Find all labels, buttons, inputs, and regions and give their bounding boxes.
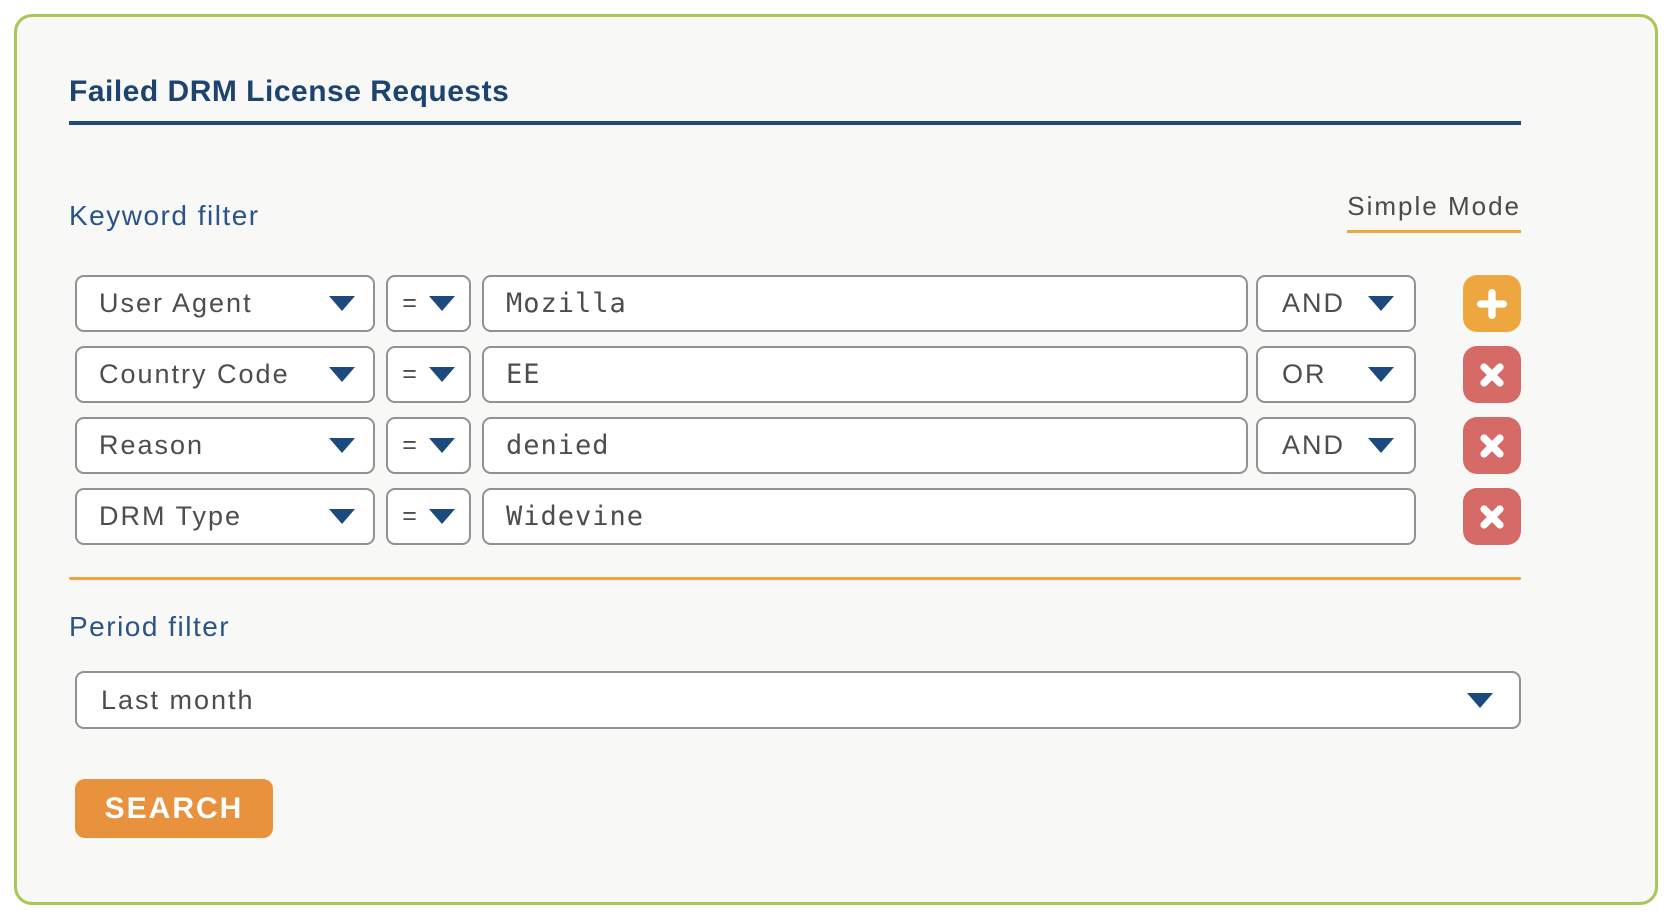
field-select-value: DRM Type [99, 501, 243, 531]
conjunction-select-value: AND [1282, 430, 1346, 460]
period-select-value: Last month [101, 684, 255, 715]
filter-row: Country Code = OR [75, 346, 1521, 403]
section-divider [69, 577, 1521, 580]
field-select-value: Reason [99, 430, 205, 460]
chevron-down-icon [1368, 296, 1394, 311]
panel-title-underline: Failed DRM License Requests [69, 17, 1521, 125]
chevron-down-icon [329, 296, 355, 311]
value-input[interactable] [482, 346, 1248, 403]
operator-select[interactable]: = [386, 275, 471, 332]
remove-condition-button[interactable] [1463, 346, 1521, 403]
field-select-value: Country Code [99, 359, 290, 389]
failed-drm-requests-panel: Failed DRM License Requests Keyword filt… [14, 14, 1658, 905]
operator-select-value: = [402, 502, 417, 530]
close-icon [1480, 362, 1504, 387]
chevron-down-icon [1368, 367, 1394, 382]
operator-select-value: = [402, 289, 417, 317]
conjunction-select[interactable]: OR [1256, 346, 1416, 403]
close-icon [1480, 504, 1504, 529]
field-select[interactable]: DRM Type [75, 488, 375, 545]
remove-condition-button[interactable] [1463, 417, 1521, 474]
chevron-down-icon [428, 367, 455, 382]
conjunction-select[interactable]: AND [1256, 275, 1416, 332]
period-select[interactable]: Last month [75, 671, 1521, 729]
keyword-filter-rows: User Agent = AND [75, 275, 1521, 545]
panel-title: Failed DRM License Requests [69, 75, 510, 108]
close-icon [1480, 433, 1504, 458]
keyword-filter-label: Keyword filter [69, 200, 260, 231]
filter-row: User Agent = AND [75, 275, 1521, 332]
filter-row: DRM Type = [75, 488, 1521, 545]
operator-select-value: = [402, 360, 417, 388]
filter-row: Reason = AND [75, 417, 1521, 474]
add-condition-button[interactable] [1463, 275, 1521, 332]
remove-condition-button[interactable] [1463, 488, 1521, 545]
field-select[interactable]: User Agent [75, 275, 375, 332]
chevron-down-icon [329, 367, 355, 382]
value-input[interactable] [482, 275, 1248, 332]
operator-select[interactable]: = [386, 488, 471, 545]
operator-select[interactable]: = [386, 417, 471, 474]
field-select-value: User Agent [99, 288, 253, 318]
simple-mode-link[interactable]: Simple Mode [1347, 191, 1521, 233]
value-input[interactable] [482, 488, 1416, 545]
operator-select-value: = [402, 431, 417, 459]
chevron-down-icon [1368, 438, 1394, 453]
chevron-down-icon [329, 509, 355, 524]
chevron-down-icon [329, 438, 355, 453]
chevron-down-icon [428, 509, 455, 524]
value-input[interactable] [482, 417, 1248, 474]
operator-select[interactable]: = [386, 346, 471, 403]
period-filter-label: Period filter [69, 611, 231, 642]
plus-icon [1476, 288, 1508, 319]
conjunction-select-value: OR [1282, 359, 1327, 389]
field-select[interactable]: Reason [75, 417, 375, 474]
field-select[interactable]: Country Code [75, 346, 375, 403]
conjunction-select[interactable]: AND [1256, 417, 1416, 474]
chevron-down-icon [1467, 692, 1493, 708]
chevron-down-icon [428, 438, 455, 453]
search-button[interactable]: SEARCH [75, 779, 273, 838]
chevron-down-icon [428, 296, 455, 311]
conjunction-select-value: AND [1282, 288, 1346, 318]
